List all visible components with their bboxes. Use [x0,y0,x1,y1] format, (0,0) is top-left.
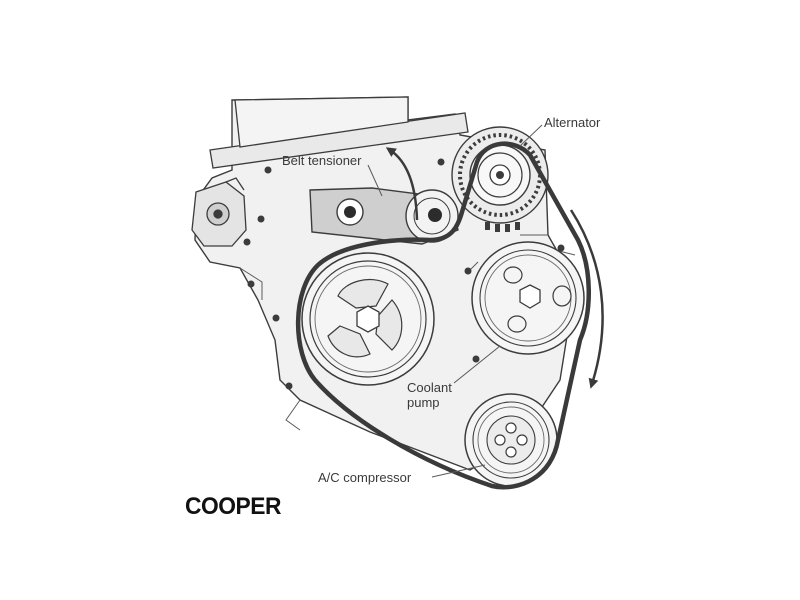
cooper-logo: COOPER [185,493,281,520]
belt-direction-arrow [569,209,604,389]
leader-lines [367,124,543,478]
block-bolts [243,158,565,390]
cylinder-head [209,96,469,169]
belt-tensioner [309,187,459,245]
drive-belt [295,141,591,490]
coolant-pump-pulley [471,241,585,355]
block-details [239,234,576,431]
belt-tensioner-label: Belt tensioner [282,153,362,168]
ac-compressor-pulley [464,393,558,487]
ac-compressor-label: A/C compressor [318,470,412,485]
engine-mount [191,177,247,247]
tensioner-direction-arrow [385,147,419,221]
alternator-label: Alternator [544,115,601,130]
crank-pulley-spokes [327,279,403,358]
coolant-pump-label: Coolant pump [407,380,452,410]
crankshaft-pulley [301,252,435,386]
alternator-fins [485,222,520,232]
